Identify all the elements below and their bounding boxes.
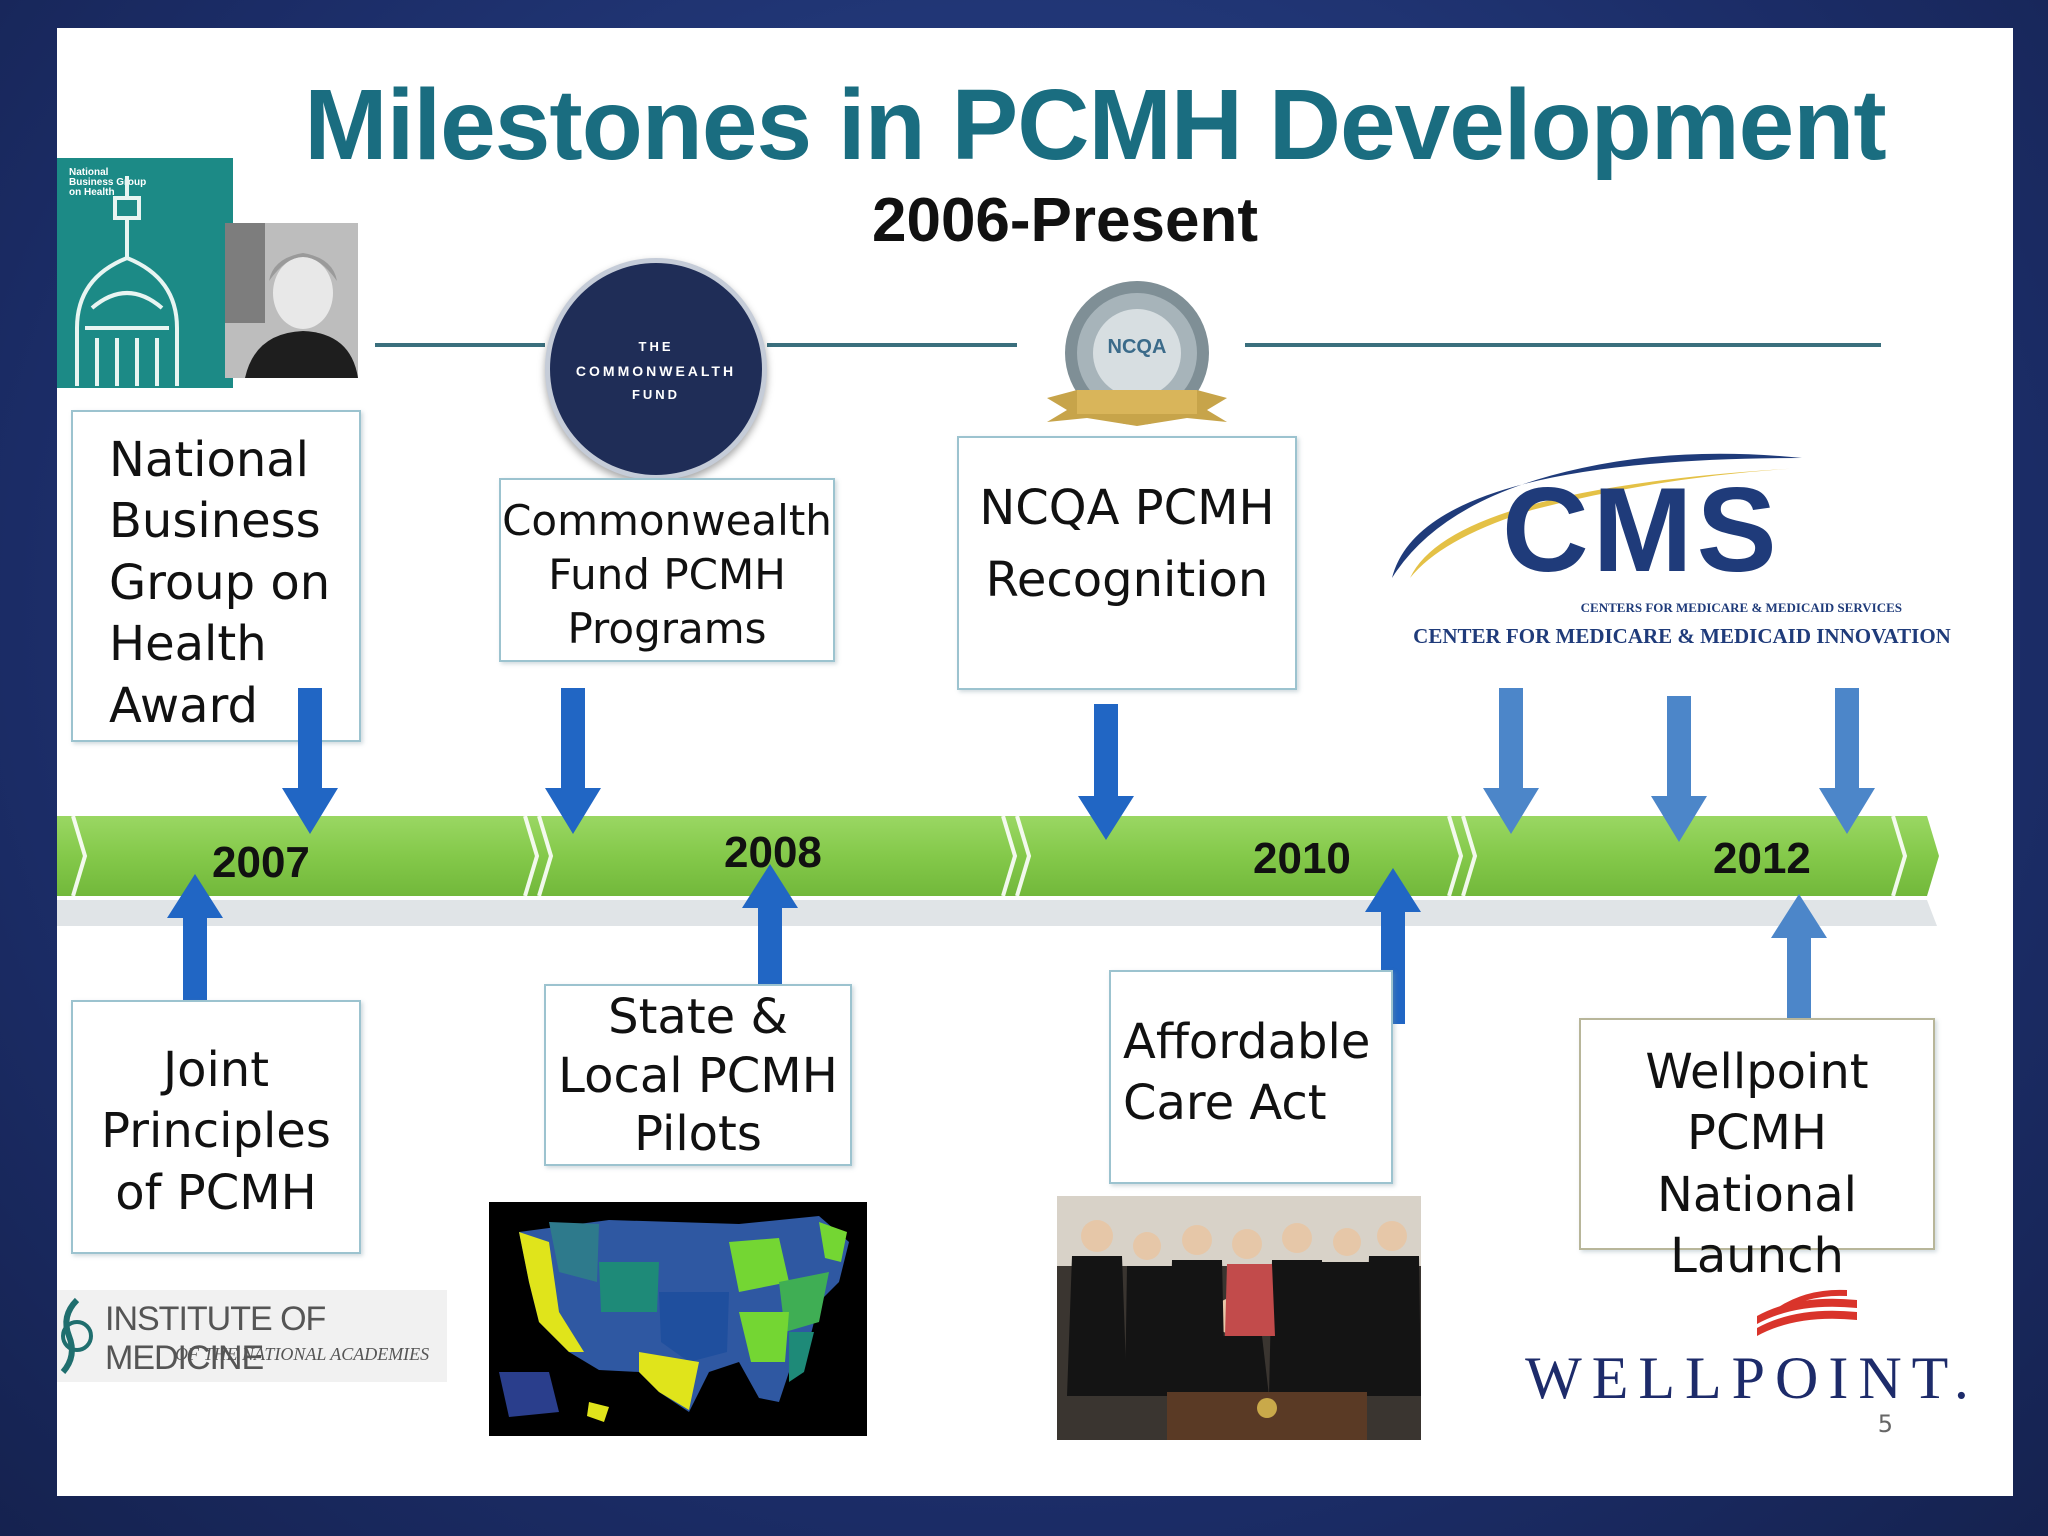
milestone-line: Wellpoint bbox=[1581, 1042, 1933, 1103]
year-label: 2012 bbox=[1713, 834, 1811, 884]
iom-logo: INSTITUTE OF MEDICINE OF THE NATIONAL AC… bbox=[57, 1290, 447, 1382]
iom-emblem-icon bbox=[57, 1296, 97, 1376]
milestone-line: Commonwealth bbox=[501, 494, 833, 548]
year-label: 2010 bbox=[1253, 834, 1351, 884]
nbgh-logo: National Business Group on Health bbox=[57, 158, 233, 388]
year-label: 2007 bbox=[212, 838, 310, 888]
top-connector-line bbox=[375, 343, 545, 347]
logo-text-commonwealth: COMMONWEALTH bbox=[550, 359, 762, 383]
milestone-line: Fund PCMH bbox=[501, 548, 833, 602]
wellpoint-logo: WELLPOINT. bbox=[1522, 1286, 1982, 1416]
people-group-photo-icon bbox=[1057, 1196, 1421, 1440]
cms-logo-line1: CENTERS FOR MEDICARE & MEDICAID SERVICES bbox=[1472, 600, 1902, 616]
logo-text-the: THE bbox=[550, 335, 762, 359]
wellpoint-flag-icon bbox=[1747, 1286, 1867, 1346]
capitol-dome-icon bbox=[57, 158, 233, 388]
milestone-box-commonwealth: Commonwealth Fund PCMH Programs bbox=[499, 478, 835, 662]
milestone-line: Local PCMH bbox=[546, 1047, 850, 1106]
milestone-line: Recognition bbox=[959, 544, 1295, 616]
slide-title: Milestones in PCMH Development bbox=[57, 68, 2013, 183]
down-arrow-icon bbox=[1649, 696, 1709, 846]
commonwealth-fund-logo: THE COMMONWEALTH FUND bbox=[545, 258, 767, 480]
milestone-box-wellpoint-launch: Wellpoint PCMH National Launch bbox=[1579, 1018, 1935, 1250]
top-connector-line bbox=[1245, 343, 1881, 347]
milestone-box-ncqa: NCQA PCMH Recognition bbox=[957, 436, 1297, 690]
logo-text-fund: FUND bbox=[550, 383, 762, 407]
milestone-line: Joint bbox=[73, 1040, 359, 1101]
cms-logo-line2: CENTER FOR MEDICARE & MEDICAID INNOVATIO… bbox=[1382, 624, 1982, 649]
us-states-map-icon bbox=[489, 1202, 867, 1436]
iom-logo-line2: OF THE NATIONAL ACADEMIES bbox=[175, 1344, 429, 1365]
iom-logo-line1: INSTITUTE OF MEDICINE bbox=[105, 1300, 447, 1378]
milestone-line: Affordable bbox=[1123, 1012, 1391, 1073]
milestone-line: National bbox=[109, 430, 359, 491]
milestone-box-affordable-care-act: Affordable Care Act bbox=[1109, 970, 1393, 1184]
milestone-line: Principles bbox=[73, 1101, 359, 1162]
ncqa-seal-text: NCQA bbox=[1101, 336, 1173, 359]
aca-signing-photo bbox=[1057, 1196, 1421, 1440]
person-portrait-icon bbox=[225, 223, 358, 378]
us-map-image bbox=[489, 1202, 867, 1436]
nbgh-portrait-photo bbox=[225, 223, 358, 378]
milestone-line: Programs bbox=[501, 602, 833, 656]
milestone-line: State & bbox=[546, 988, 850, 1047]
down-arrow-icon bbox=[1076, 704, 1136, 844]
milestone-line: Launch bbox=[1581, 1226, 1933, 1287]
cms-logo: CMS CENTERS FOR MEDICARE & MEDICAID SERV… bbox=[1382, 428, 1982, 688]
slide: Milestones in PCMH Development 2006-Pres… bbox=[57, 28, 2013, 1496]
milestone-box-joint-principles: Joint Principles of PCMH bbox=[71, 1000, 361, 1254]
down-arrow-icon bbox=[1481, 688, 1541, 838]
milestone-line: Business bbox=[109, 491, 359, 552]
down-arrow-icon bbox=[543, 688, 603, 838]
milestone-line: Health bbox=[109, 614, 359, 675]
milestone-line: Care Act bbox=[1123, 1073, 1391, 1134]
down-arrow-icon bbox=[1817, 688, 1877, 838]
top-connector-line bbox=[767, 343, 1017, 347]
wellpoint-logo-text: WELLPOINT. bbox=[1522, 1344, 1982, 1413]
ncqa-seal-logo: NCQA bbox=[1037, 278, 1237, 458]
page-number: 5 bbox=[1878, 1410, 1893, 1438]
milestone-line: PCMH National bbox=[1581, 1103, 1933, 1226]
milestone-line: NCQA PCMH bbox=[959, 472, 1295, 544]
cms-logo-text: CMS bbox=[1502, 470, 1781, 590]
milestone-box-state-local-pilots: State & Local PCMH Pilots bbox=[544, 984, 852, 1166]
milestone-line: of PCMH bbox=[73, 1163, 359, 1224]
ncqa-seal-icon bbox=[1037, 278, 1237, 458]
down-arrow-icon bbox=[280, 688, 340, 838]
milestone-line: Group on bbox=[109, 553, 359, 614]
milestone-line: Pilots bbox=[546, 1105, 850, 1164]
